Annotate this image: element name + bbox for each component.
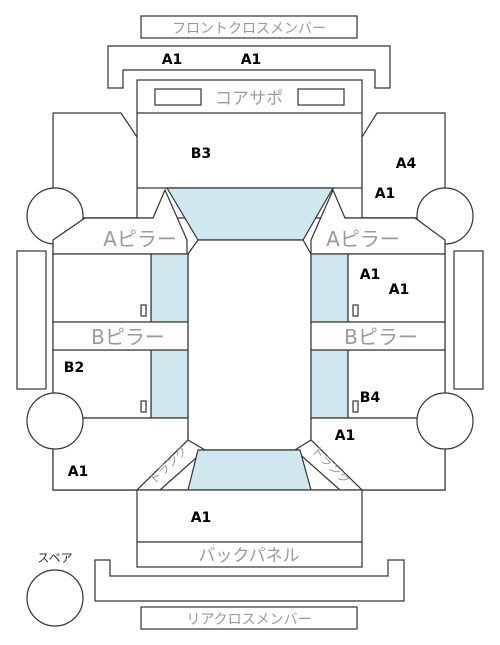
grade-front-left: A1 [162,52,183,68]
a-pillar-left-label: Aピラー [103,227,177,251]
spare-tire [26,569,84,627]
grade-front-door-right-a: A1 [360,267,381,283]
grade-front-right: A1 [241,52,262,68]
side-sill-left [16,250,47,390]
b-pillar-left-panel [52,321,189,351]
front-cross-member-label: フロントクロスメンバー [172,21,326,37]
front-bumper-outline [107,45,391,89]
front-cross-member-box [140,15,358,39]
wheel-rear-right [416,392,474,450]
a-pillar-left-panel [52,188,188,255]
rear-cross-member-label: リアクロスメンバー [186,612,311,628]
window-right-front [310,253,349,323]
door-handle-right-front [352,304,359,317]
window-right-rear [310,349,349,419]
rear-window [187,449,312,491]
door-right-front [347,253,446,323]
roof-panel [187,239,312,451]
grade-front-door-right-b: A1 [389,282,410,298]
grade-fender-right-lower: A1 [375,186,396,202]
back-panel-label: バックパネル [198,546,299,566]
side-sill-right [453,250,484,390]
b-pillar-right-panel [310,321,446,351]
wheel-rear-left [26,392,84,450]
grade-quarter-right: A1 [335,428,356,444]
b-pillar-right-label: Bピラー [344,325,418,349]
rear-bumper-outline [94,559,405,602]
core-support-label: コアサポ [215,89,283,109]
grade-fender-right-upper: A4 [396,156,417,172]
grade-trunk-lid: A1 [191,510,212,526]
spare-label: スペア [37,551,72,565]
a-pillar-right-label: Aピラー [326,227,400,251]
grade-hood: B3 [191,146,211,162]
headlight-right [297,88,345,106]
headlight-left [154,88,202,106]
b-pillar-left-label: Bピラー [91,325,165,349]
trunk-lid [136,489,363,543]
grade-rear-door-left: B2 [64,360,84,376]
door-handle-right-rear [352,400,359,413]
grade-quarter-left: A1 [68,464,89,480]
window-left-front [150,253,189,323]
window-left-rear [150,349,189,419]
door-handle-left-front [140,304,147,317]
door-handle-left-rear [140,400,147,413]
grade-rear-door-right: B4 [360,390,381,406]
door-left-front [52,253,152,323]
back-panel-box [136,541,363,568]
rear-cross-member-box [140,606,358,630]
